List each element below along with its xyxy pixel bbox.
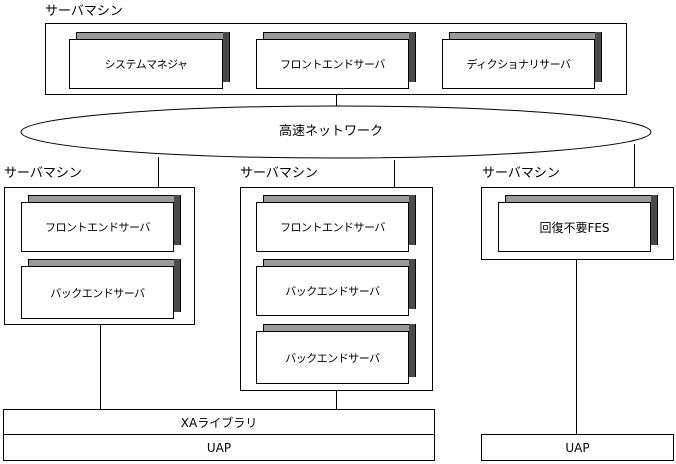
dictionary-server-box: ディクショナリサーバ xyxy=(442,32,602,89)
link-network-to-left-server xyxy=(158,157,159,188)
middle-backend-server-box-2: バックエンドサーバ xyxy=(256,324,416,384)
link-network-to-middle-server xyxy=(394,160,395,188)
dictionary-server-label: ディクショナリサーバ xyxy=(442,39,595,89)
right-uap: UAP xyxy=(481,434,674,461)
system-manager-label: システムマネジャ xyxy=(69,39,223,89)
network-label: 高速ネットワーク xyxy=(279,124,384,139)
middle-backend-server-label-1: バックエンドサーバ xyxy=(256,266,409,316)
middle-server-label: サーバマシン xyxy=(240,166,318,181)
left-backend-server-label: バックエンドサーバ xyxy=(21,266,174,319)
recovery-free-fes-box: 回復不要FES xyxy=(498,195,658,252)
top-server-label: サーバマシン xyxy=(45,4,123,19)
recovery-free-fes-label: 回復不要FES xyxy=(498,202,651,252)
right-server-label: サーバマシン xyxy=(482,166,560,181)
top-frontend-server-label: フロントエンドサーバ xyxy=(256,39,409,89)
left-backend-server-box: バックエンドサーバ xyxy=(21,259,181,319)
left-uap: UAP xyxy=(3,434,435,461)
link-right-server-to-uap xyxy=(576,259,577,435)
network-ellipse xyxy=(20,105,652,159)
top-frontend-server-box: フロントエンドサーバ xyxy=(256,32,416,89)
left-frontend-server-box: フロントエンドサーバ xyxy=(21,195,181,252)
link-left-server-to-library xyxy=(100,324,101,410)
system-manager-box: システムマネジャ xyxy=(69,32,230,89)
middle-frontend-server-box: フロントエンドサーバ xyxy=(256,195,416,252)
xa-library: XAライブラリ xyxy=(3,409,435,435)
middle-backend-server-label-2: バックエンドサーバ xyxy=(256,331,409,384)
link-network-to-right-server xyxy=(634,144,635,188)
link-top-to-network xyxy=(336,94,337,108)
left-server-label: サーバマシン xyxy=(4,166,82,181)
link-middle-server-to-library xyxy=(336,390,337,410)
middle-frontend-server-label: フロントエンドサーバ xyxy=(256,202,409,252)
left-frontend-server-label: フロントエンドサーバ xyxy=(21,202,174,252)
middle-backend-server-box-1: バックエンドサーバ xyxy=(256,259,416,316)
